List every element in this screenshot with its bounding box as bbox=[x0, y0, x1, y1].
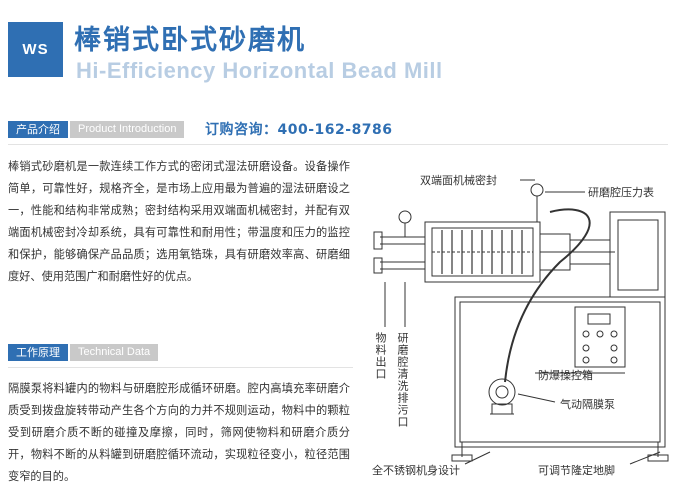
page-title: 棒销式卧式砂磨机 bbox=[74, 25, 306, 56]
brand-logo: WS bbox=[8, 22, 63, 77]
label-adjustable-feet: 可调节隆定地脚 bbox=[538, 464, 615, 477]
section-divider bbox=[8, 367, 353, 368]
section-divider bbox=[8, 144, 668, 145]
label-control-box: 防爆操控箱 bbox=[538, 369, 593, 382]
machine-diagram: 双端面机械密封 研磨腔压力表 物料出口 研磨腔清洗排污口 防爆操控箱 气动隔膜泵… bbox=[360, 152, 676, 500]
tag-label-en: Technical Data bbox=[70, 344, 159, 361]
label-drain: 研磨腔清洗排污口 bbox=[396, 332, 409, 428]
label-pressure-gauge: 研磨腔压力表 bbox=[588, 186, 654, 199]
section-tag-principle: 工作原理 Technical Data bbox=[8, 344, 159, 361]
tag-label-cn: 产品介绍 bbox=[8, 121, 68, 138]
label-material-outlet: 物料出口 bbox=[374, 332, 387, 380]
cabinet-frame bbox=[454, 296, 666, 448]
tag-label-en: Product Introduction bbox=[70, 121, 185, 138]
label-seal: 双端面机械密封 bbox=[420, 174, 497, 187]
principle-paragraph: 隔膜泵将料罐内的物料与研磨腔形成循环研磨。腔内高填充率研磨介质受到拨盘旋转带动产… bbox=[8, 382, 350, 483]
page-subtitle: Hi-Efficiency Horizontal Bead Mill bbox=[76, 58, 443, 83]
control-box bbox=[574, 306, 626, 368]
intro-paragraph: 棒销式砂磨机是一款连续工作方式的密闭式湿法研磨设备。设备操作简单，可靠性好，规格… bbox=[8, 160, 350, 283]
label-stainless-body: 全不锈钢机身设计 bbox=[372, 464, 460, 477]
diaphragm-pump bbox=[488, 378, 516, 406]
section-tag-intro: 产品介绍 Product Introduction bbox=[8, 121, 185, 138]
label-diaphragm-pump: 气动隔膜泵 bbox=[560, 398, 615, 411]
tag-label-cn: 工作原理 bbox=[8, 344, 68, 361]
order-hotline: 订购咨询：400-162-8786 bbox=[205, 122, 393, 138]
machine-drawing bbox=[373, 179, 669, 465]
